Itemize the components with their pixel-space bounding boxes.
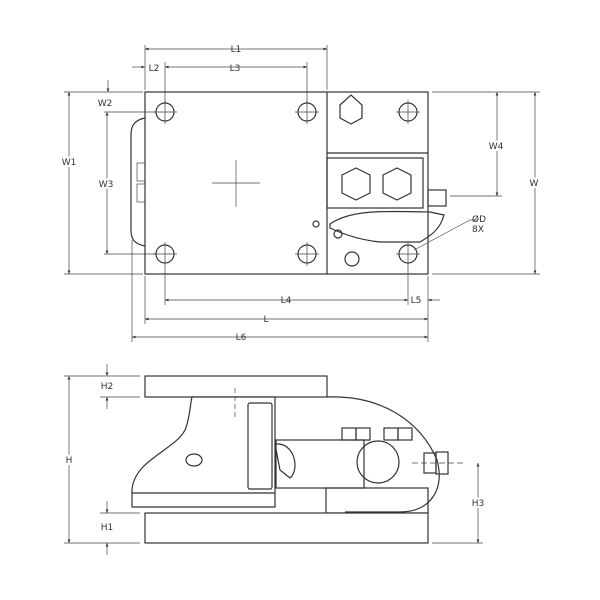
dim-L4: L4: [281, 296, 292, 306]
dim-L3: L3: [230, 64, 241, 74]
rocker-body: [131, 396, 276, 508]
top-plate: [144, 91, 429, 275]
hole-count-label: 8X: [472, 225, 484, 235]
hole-diameter-label: ØD: [472, 214, 486, 225]
cable-gland: [427, 189, 447, 207]
load-cell-side: [275, 439, 365, 489]
dim-L6: L6: [236, 333, 247, 343]
center-mark: [212, 160, 260, 207]
dim-H1: H1: [101, 523, 114, 533]
dim-H: H: [66, 456, 73, 466]
top-plate-side: [144, 375, 328, 398]
dim-W1: W1: [62, 158, 77, 168]
dim-H3: H3: [472, 499, 485, 509]
cable-guard-outline: [130, 117, 146, 247]
dim-L5: L5: [411, 296, 422, 306]
dim-W3: W3: [99, 180, 114, 190]
load-cell-body: [326, 157, 424, 209]
bolt-head: [341, 167, 371, 201]
dim-L: L: [263, 315, 268, 325]
side-view: H H2 H1 H3: [64, 364, 486, 555]
dimension-lines: [64, 45, 540, 342]
cable-loop: [326, 396, 440, 513]
dim-W4: W4: [489, 142, 504, 152]
side-slot: [247, 402, 273, 490]
strap: [329, 210, 445, 243]
dim-W2: W2: [98, 99, 113, 109]
dim-H2: H2: [101, 382, 114, 392]
top-view: L1 L2 L3 L4 L5 L L6 W1 W2 W3 W4 W ØD 8X: [60, 45, 541, 343]
dimension-labels: L1 L2 L3 L4 L5 L L6 W1 W2 W3 W4 W ØD 8X: [60, 45, 541, 343]
dim-W: W: [530, 179, 539, 189]
dim-L2: L2: [149, 64, 160, 74]
side-dimension-lines: [64, 364, 483, 555]
bolt-head: [339, 94, 363, 125]
dim-L1: L1: [231, 45, 242, 55]
bolt-head: [382, 167, 412, 201]
base-plate: [144, 512, 429, 544]
